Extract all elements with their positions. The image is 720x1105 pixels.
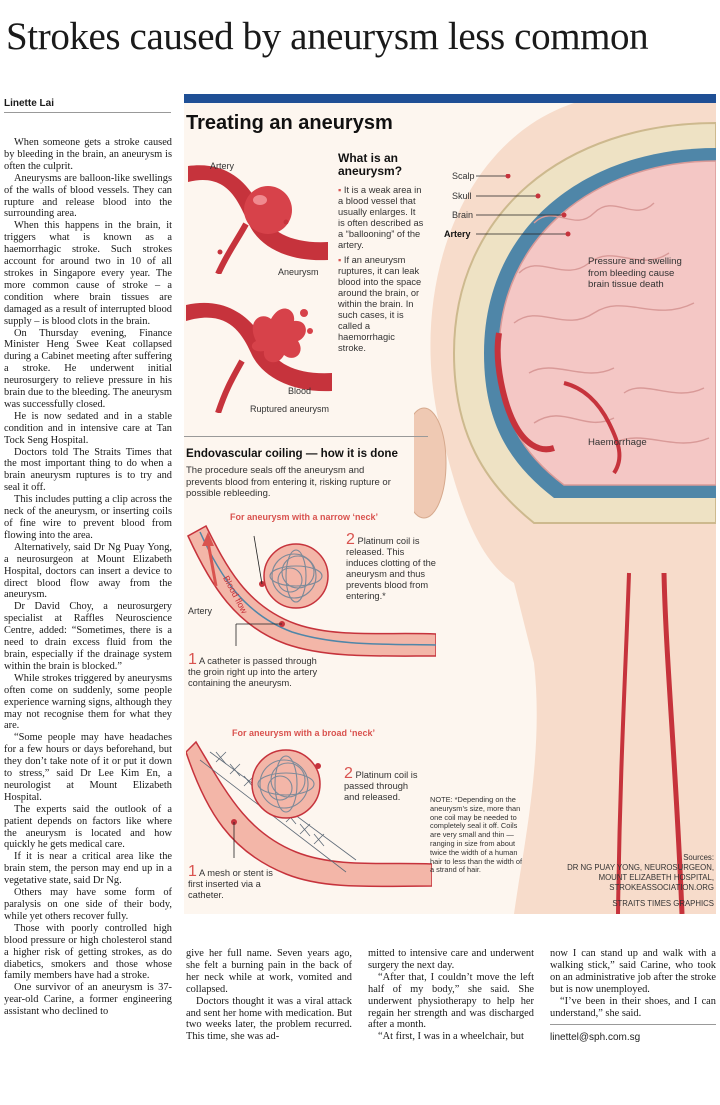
body-paragraph: Aneurysms are balloon-like swellings of … <box>4 172 172 220</box>
step-number: 2 <box>346 531 355 548</box>
sources-label: Sources: <box>683 853 714 862</box>
head-label-leader-lines <box>476 174 571 237</box>
body-paragraph: Those with poorly controlled high blood … <box>4 922 172 982</box>
body-paragraph: Doctors thought it was a viral attack an… <box>186 995 352 1043</box>
what-is-heading: What is an aneurysm? <box>338 151 403 178</box>
narrow-step-1-text: A catheter is passed through the groin r… <box>188 656 318 688</box>
coil-size-note: NOTE: *Depending on the aneurysm’s size,… <box>430 795 523 875</box>
artery-label: Artery <box>210 161 235 171</box>
body-paragraph: Dr David Choy, a neurosurgery specialist… <box>4 601 172 672</box>
body-paragraph: He is now sedated and in a stable condit… <box>4 410 172 446</box>
skull-label: Skull <box>452 191 472 201</box>
broad-step-1: 1 A mesh or stent is first inserted via … <box>188 863 288 901</box>
byline: Linette Lai <box>4 98 171 113</box>
author-email: linettel@sph.com.sg <box>550 1032 641 1043</box>
blood-label: Blood <box>288 386 312 396</box>
pressure-label: Pressure and swelling from bleeding caus… <box>588 256 682 290</box>
bullet-icon: ▪ <box>338 185 344 195</box>
body-paragraph: If it is near a critical area like the b… <box>4 851 172 887</box>
broad-step-2-text: Platinum coil is passed through and rele… <box>344 770 418 802</box>
sources-line: DR NG PUAY YONG, NEUROSURGEON, <box>567 863 714 872</box>
narrow-artery-label: Artery <box>188 606 213 616</box>
what-is-point: ▪ It is a weak area in a blood vessel th… <box>338 185 424 251</box>
broad-neck-coiling-illustration <box>186 740 432 888</box>
broad-step-1-text: A mesh or stent is first inserted via a … <box>188 868 273 900</box>
article-bottom-column: give her full name. Seven years ago, she… <box>186 948 352 1043</box>
step-number: 1 <box>188 651 197 668</box>
article-body-column: When someone gets a stroke caused by ble… <box>4 137 172 1018</box>
body-paragraph: “Some people may have headaches for a fe… <box>4 732 172 803</box>
sources-line: MOUNT ELIZABETH HOSPITAL, <box>598 873 714 882</box>
body-paragraph: The experts said the outlook of a patien… <box>4 803 172 851</box>
aneurysm-illustration <box>188 165 328 274</box>
divider <box>550 1024 716 1025</box>
sources-line: STROKEASSOCIATION.ORG <box>609 883 714 892</box>
body-paragraph: When someone gets a stroke caused by ble… <box>4 137 172 172</box>
body-paragraph: mitted to intensive care and underwent s… <box>368 948 534 971</box>
step-number: 2 <box>344 765 353 782</box>
coiling-intro: The procedure seals off the aneurysm and… <box>186 465 391 499</box>
bullet-icon: ▪ <box>338 255 344 265</box>
narrow-neck-heading: For aneurysm with a narrow ‘neck’ <box>230 512 379 522</box>
artery-head-label: Artery <box>444 229 471 239</box>
step-number: 1 <box>188 863 197 880</box>
body-paragraph: “After that, I couldn’t move the left ha… <box>368 971 534 1031</box>
ruptured-aneurysm-label: Ruptured aneurysm <box>250 404 330 414</box>
body-paragraph: One survivor of an aneurysm is 37-year-o… <box>4 982 172 1018</box>
narrow-step-2-text: Platinum coil is released. This induces … <box>346 536 436 601</box>
body-paragraph: On Thursday evening, Finance Minister He… <box>4 327 172 410</box>
head-cross-section-illustration <box>414 103 716 914</box>
body-paragraph: Others may have some form of paralysis o… <box>4 887 172 922</box>
broad-step-2: 2 Platinum coil is passed through and re… <box>344 765 424 803</box>
narrow-neck-coiling-illustration <box>187 524 436 657</box>
what-is-point-text: It is a weak area in a blood vessel that… <box>338 185 424 250</box>
article-bottom-column: now I can stand up and walk with a walki… <box>550 948 716 1019</box>
graphic-top-bar <box>184 94 716 103</box>
graphic-title: Treating an aneurysm <box>186 112 393 134</box>
sources: Sources: DR NG PUAY YONG, NEUROSURGEON, … <box>514 853 714 909</box>
body-paragraph: now I can stand up and walk with a walki… <box>550 948 716 995</box>
divider <box>184 436 428 437</box>
brain-label: Brain <box>452 210 474 220</box>
haemorrhage-label: Haemorrhage <box>588 437 647 448</box>
body-paragraph: When this happens in the brain, it trigg… <box>4 220 172 327</box>
aneurysm-label: Aneurysm <box>278 267 319 277</box>
body-paragraph: give her full name. Seven years ago, she… <box>186 948 352 995</box>
ruptured-aneurysm-illustration <box>186 302 332 413</box>
narrow-step-2: 2 Platinum coil is released. This induce… <box>346 531 436 602</box>
body-paragraph: “At first, I was in a wheelchair, but <box>378 1031 524 1043</box>
what-is-point-text: If an aneurysm ruptures, it can leak blo… <box>338 255 422 353</box>
what-is-aneurysm-box: What is an aneurysm? ▪ It is a weak area… <box>338 152 424 354</box>
body-paragraph: Alternatively, said Dr Ng Puay Yong, a n… <box>4 541 172 601</box>
body-paragraph: “I’ve been in their shoes, and I can und… <box>550 995 716 1019</box>
body-paragraph: Doctors told The Straits Times that the … <box>4 446 172 494</box>
broad-neck-heading: For aneurysm with a broad ‘neck’ <box>232 728 376 738</box>
article-bottom-column: mitted to intensive care and underwent s… <box>368 948 534 1043</box>
scalp-label: Scalp <box>452 171 475 181</box>
coiling-heading: Endovascular coiling — how it is done <box>186 447 398 460</box>
aneurysm-infographic: Treating an aneurysm Artery Aneurysm Blo… <box>184 94 716 914</box>
body-paragraph: While strokes triggered by aneurysms oft… <box>4 672 172 732</box>
body-paragraph: This includes putting a clip across the … <box>4 494 172 541</box>
headline: Strokes caused by aneurysm less common <box>6 15 649 58</box>
narrow-step-1: 1 A catheter is passed through the groin… <box>188 651 328 689</box>
graphics-credit: STRAITS TIMES GRAPHICS <box>612 899 714 908</box>
what-is-point: ▪ If an aneurysm ruptures, it can leak b… <box>338 255 424 354</box>
